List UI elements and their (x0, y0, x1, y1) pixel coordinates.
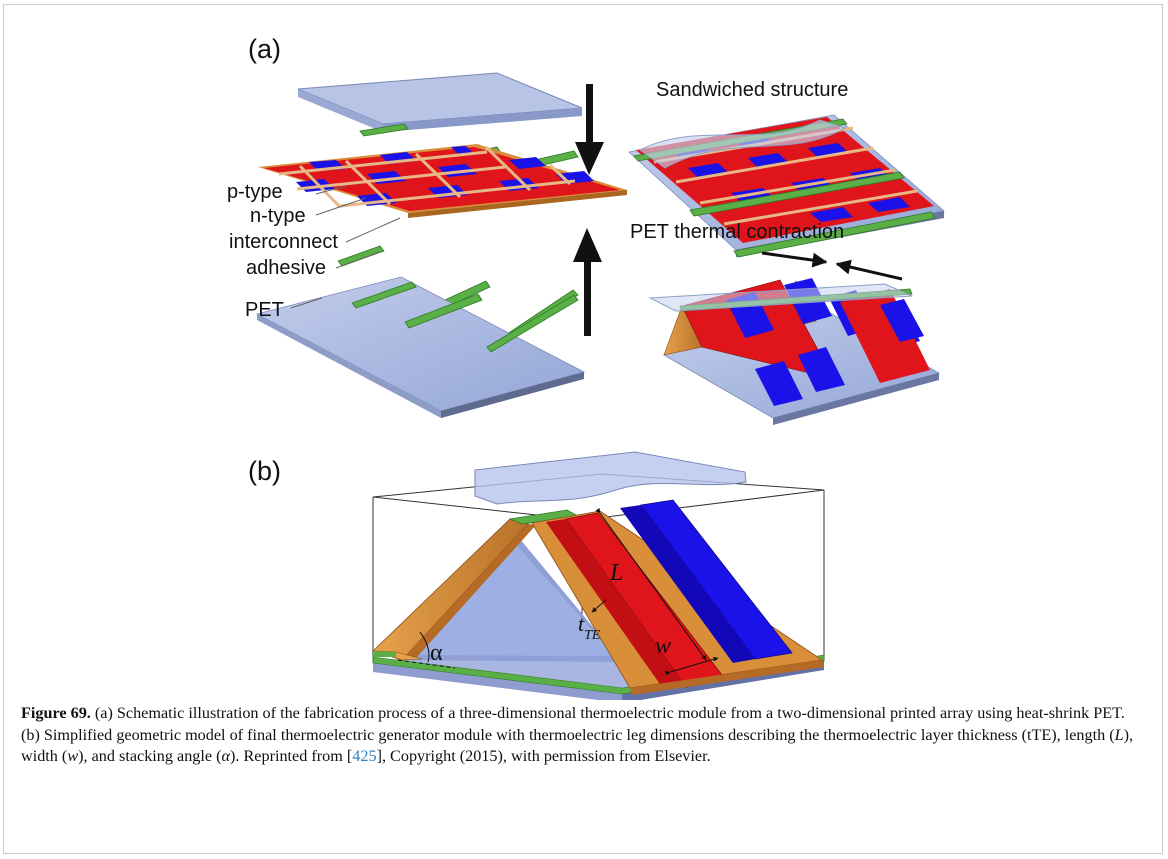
caption-label: Figure 69. (21, 704, 91, 722)
caption-text-3: ), and stacking angle ( (78, 747, 222, 765)
figure-illustration: (a) (227, 34, 945, 700)
caption-length-symbol: L (1114, 725, 1124, 744)
contraction-arrows (761, 251, 903, 281)
label-adhesive: adhesive (246, 257, 326, 279)
dimension-lines (397, 507, 719, 676)
caption-text-4: ). Reprinted from [ (230, 747, 353, 765)
caption-text-1: (a) Schematic illustration of the fabric… (21, 704, 1125, 744)
length-label: L (609, 560, 623, 586)
bottom-pet-sheet (255, 276, 586, 418)
top-pet-sheet (297, 72, 583, 132)
label-n-type: n-type (250, 205, 306, 227)
caption-text-2: ), width ( (21, 725, 1134, 766)
caption-angle-symbol: α (221, 747, 231, 765)
label-pet: PET (245, 299, 284, 321)
sandwiched-structure-title: Sandwiched structure (656, 79, 848, 101)
panel-b-label: (b) (248, 456, 281, 486)
label-p-type: p-type (227, 181, 283, 203)
label-interconnect: interconnect (229, 231, 338, 253)
caption-width-symbol: w (67, 747, 79, 765)
caption-text-5: ], Copyright (2015), with permission fro… (376, 747, 711, 765)
panel-a-label: (a) (248, 34, 281, 64)
assembly-arrows (573, 84, 604, 336)
sandwiched-structure-illustration (628, 114, 945, 258)
reference-link[interactable]: 425 (352, 747, 377, 765)
layer-leader-lines (290, 185, 401, 309)
contracted-module-illustration (648, 278, 941, 425)
pet-thermal-contraction-title: PET thermal contraction (630, 221, 844, 243)
thickness-label: tTE (578, 611, 601, 643)
angle-label: α (430, 640, 443, 666)
figure-caption: Figure 69. (a) Schematic illustration of… (21, 703, 1141, 768)
printed-array (258, 144, 627, 218)
width-label: w (655, 633, 671, 659)
